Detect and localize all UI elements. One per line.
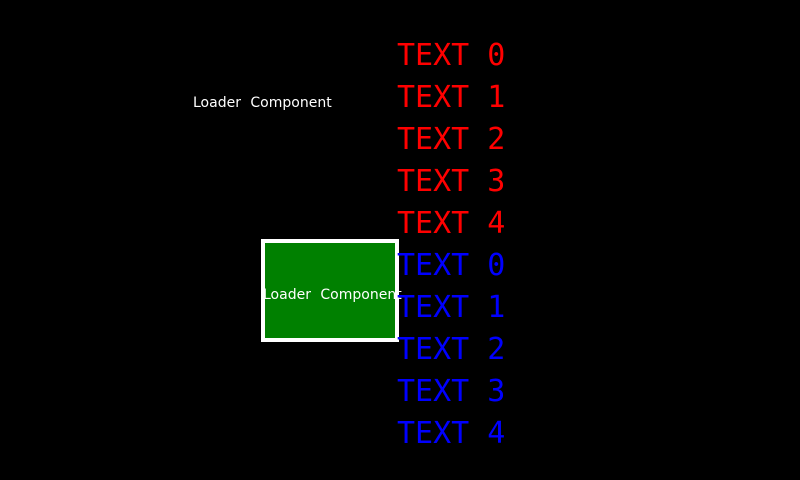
list-item[interactable]: TEXT 1 <box>397 290 506 325</box>
loader-component-box-label: Loader Component <box>263 287 402 303</box>
list-item[interactable]: TEXT 1 <box>397 80 506 115</box>
loader-component-box: Loader Component <box>261 239 402 342</box>
list-item[interactable]: TEXT 2 <box>397 332 506 367</box>
list-item[interactable]: TEXT 0 <box>397 248 506 283</box>
list-item[interactable]: TEXT 3 <box>397 374 506 409</box>
list-item[interactable]: TEXT 2 <box>397 122 506 157</box>
list-item[interactable]: TEXT 4 <box>397 416 506 451</box>
loader-component-label: Loader Component <box>193 95 332 111</box>
list-item[interactable]: TEXT 0 <box>397 38 506 73</box>
list-item[interactable]: TEXT 3 <box>397 164 506 199</box>
text-list: TEXT 0 TEXT 1 TEXT 2 TEXT 3 TEXT 4 TEXT … <box>397 35 577 455</box>
list-item[interactable]: TEXT 4 <box>397 206 506 241</box>
